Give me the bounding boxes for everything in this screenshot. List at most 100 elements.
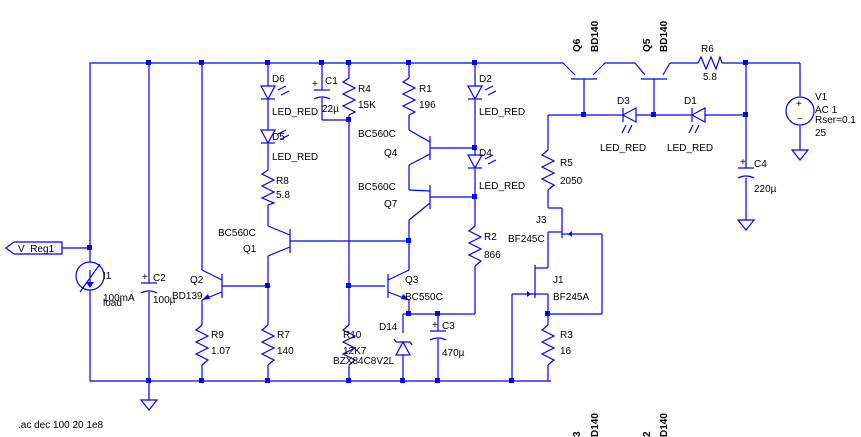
resistor-r6[interactable]: R6 5.8	[697, 44, 723, 83]
wires	[62, 62, 801, 400]
zener-d14[interactable]: D14 BZX84C8V2L	[333, 322, 413, 367]
d5-ref: D5	[272, 132, 285, 143]
r2-value: 866	[484, 250, 501, 261]
d3-value: LED_RED	[600, 143, 646, 154]
r3-ref: R3	[560, 330, 573, 341]
transistor-q5[interactable]: Q5 BD140	[634, 20, 671, 85]
j1-ref: J1	[553, 275, 564, 286]
r1-ref: R1	[419, 84, 432, 95]
q7-ref: Q7	[384, 199, 398, 210]
svg-text:+: +	[142, 272, 148, 283]
r4-ref: R4	[358, 84, 371, 95]
resistor-r1[interactable]: R1 196	[401, 77, 436, 116]
resistor-r3[interactable]: R3 16	[540, 324, 573, 366]
capacitor-c1[interactable]: + C1 22µ	[312, 76, 339, 115]
c1-ref: C1	[325, 76, 338, 87]
svg-text:−: −	[797, 114, 803, 125]
d1-value: LED_RED	[667, 143, 713, 154]
q1-ref: Q1	[243, 244, 257, 255]
r9-ref: R9	[211, 330, 224, 341]
j1-value: BF245A	[553, 292, 589, 303]
resistor-r4[interactable]: R4 15K	[341, 77, 376, 116]
q3-ref: Q3	[405, 275, 419, 286]
resistor-r7[interactable]: R7 140	[260, 324, 294, 366]
q7-type: BC560C	[358, 182, 396, 193]
capacitor-c3[interactable]: + C3 470µ	[429, 320, 465, 359]
led-d1[interactable]: D1 LED_RED	[667, 96, 713, 154]
transistor-q4[interactable]: BC560C Q4	[358, 129, 431, 166]
r3-value: 16	[560, 346, 572, 357]
r9-value: 1.07	[211, 346, 231, 357]
d6-ref: D6	[272, 74, 285, 85]
transistor-q1[interactable]: BC560C Q1	[218, 225, 291, 257]
transistor-q7[interactable]: BC560C Q7	[358, 182, 431, 221]
c3-value: 470µ	[442, 348, 465, 359]
spice-directive: .ac dec 100 20 1e8	[18, 420, 104, 431]
jfet-j3[interactable]: J3 BF245C	[508, 207, 572, 245]
capacitor-c2[interactable]: + C2 100µ	[140, 272, 176, 306]
d14-value: BZX84C8V2L	[333, 356, 395, 367]
c4-ref: C4	[754, 159, 767, 170]
svg-text:+: +	[796, 99, 802, 110]
q2-value: BD139	[172, 291, 203, 302]
v1-value: AC 1	[815, 105, 838, 116]
led-d5[interactable]: D5 LED_RED	[259, 129, 318, 163]
d14-ref: D14	[379, 322, 398, 333]
r5-value: 2050	[560, 176, 583, 187]
d5-value: LED_RED	[272, 152, 318, 163]
resistor-r9[interactable]: R9 1.07	[194, 324, 231, 366]
c3-ref: C3	[442, 321, 455, 332]
voltage-source-v1[interactable]: + − V1 AC 1 Rser=0.1 25	[785, 92, 856, 139]
d1-ref: D1	[684, 96, 697, 107]
d6-value: LED_RED	[272, 107, 318, 118]
transistor-q3[interactable]: Q3 BC550C	[387, 269, 443, 303]
led-d3[interactable]: D3 LED_RED	[600, 96, 646, 154]
svg-text:+: +	[312, 79, 318, 90]
resistor-r8[interactable]: R8 5.8	[260, 169, 290, 206]
led-d4[interactable]: D4 LED_RED	[466, 148, 525, 192]
q1-type: BC560C	[218, 228, 256, 239]
d4-value: LED_RED	[479, 181, 525, 192]
r10-value: 12K7	[343, 346, 367, 357]
partial-label-value-b: D140	[659, 413, 670, 437]
current-source-i1[interactable]: I1 100mA load	[75, 261, 135, 309]
ground-symbol	[736, 219, 756, 231]
i1-ref: I1	[103, 271, 112, 282]
q4-ref: Q4	[384, 148, 398, 159]
i1-extra: load	[103, 298, 122, 309]
r2-ref: R2	[484, 232, 497, 243]
q3-value: BC550C	[405, 292, 443, 303]
q2-ref: Q2	[190, 275, 204, 286]
resistor-r10[interactable]: R10 12K7	[341, 324, 367, 366]
svg-text:+: +	[432, 320, 438, 331]
r8-value: 5.8	[276, 190, 290, 201]
j3-ref: J3	[536, 215, 547, 226]
led-d2[interactable]: D2 LED_RED	[466, 74, 525, 118]
led-d6[interactable]: D6 LED_RED	[259, 74, 318, 118]
transistor-q6[interactable]: Q6 BD140	[562, 20, 635, 85]
r1-value: 196	[419, 100, 436, 111]
net-label-text: V_Reg1	[18, 244, 55, 255]
c2-value: 100µ	[153, 295, 176, 306]
svg-text:+: +	[740, 157, 746, 168]
r10-ref: R10	[343, 330, 362, 341]
d3-ref: D3	[617, 96, 630, 107]
c4-value: 220µ	[754, 184, 777, 195]
d4-ref: D4	[479, 148, 492, 159]
partial-label-q3: 3	[572, 431, 583, 437]
net-label-v-reg1[interactable]: V_Reg1	[5, 241, 63, 255]
capacitor-c4[interactable]: + C4 220µ	[737, 157, 777, 195]
r5-ref: R5	[560, 158, 573, 169]
c2-ref: C2	[153, 273, 166, 284]
v1-rser: Rser=0.1	[815, 115, 856, 126]
r6-value: 5.8	[703, 72, 717, 83]
partial-label-q2: 2	[642, 431, 653, 437]
transistor-q2[interactable]: Q2 BD139	[172, 269, 223, 302]
jfet-j1[interactable]: J1 BF245A	[527, 265, 589, 303]
resistor-r5[interactable]: R5 2050	[540, 149, 583, 191]
v1-extra: 25	[815, 128, 827, 139]
j3-value: BF245C	[508, 234, 545, 245]
r6-ref: R6	[701, 44, 714, 55]
resistor-r2[interactable]: R2 866	[467, 225, 501, 267]
